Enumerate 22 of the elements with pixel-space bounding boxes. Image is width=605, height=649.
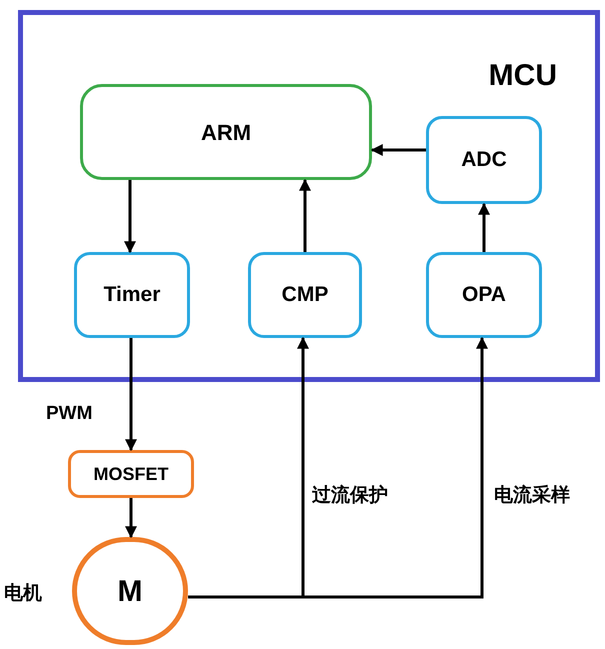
arrow (478, 202, 490, 252)
block-box (426, 252, 542, 338)
block-box (248, 252, 362, 338)
node-label: ADC (461, 147, 507, 174)
node-label: MCU (488, 58, 557, 94)
block-box (74, 252, 190, 338)
node-label: M (118, 574, 142, 610)
node-caption: 电机 (4, 582, 42, 606)
node-label: OPA (462, 282, 506, 308)
node-label: MOSFET (94, 462, 168, 486)
node-label: CMP (282, 282, 328, 308)
arrow (299, 178, 311, 252)
arrow (124, 180, 136, 254)
mcu-box (18, 10, 600, 382)
arrow (370, 144, 426, 156)
arrow (125, 338, 137, 452)
arrow (125, 498, 137, 538)
block-box (426, 116, 542, 204)
node-label: ARM (200, 118, 252, 146)
processor-box (80, 84, 372, 180)
node-label: Timer (104, 282, 160, 308)
block-box (68, 450, 194, 498)
